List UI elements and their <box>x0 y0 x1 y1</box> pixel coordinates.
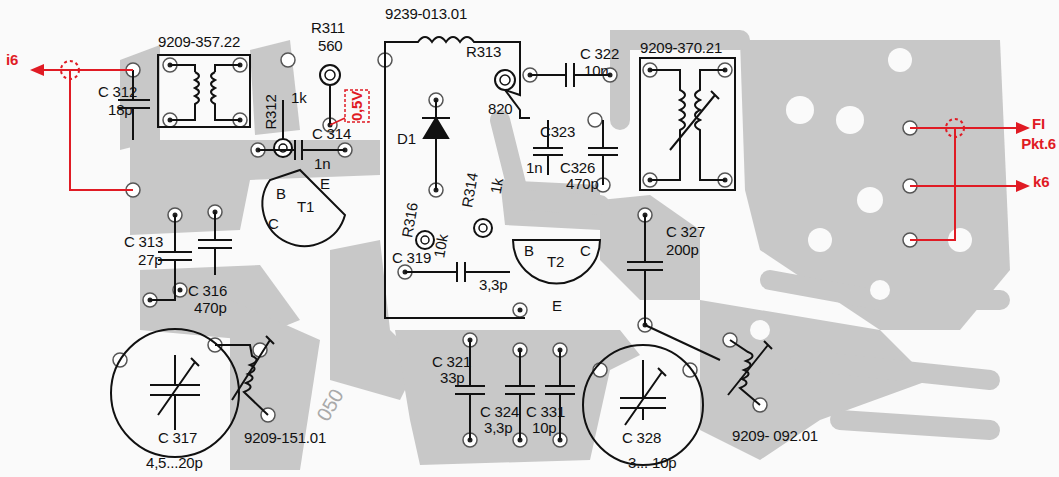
part-label: 1k <box>488 177 506 195</box>
part-label: C 328 <box>622 430 661 446</box>
part-label: 10p <box>532 420 556 436</box>
part-label: R316 <box>399 201 421 238</box>
part-label: 18p <box>108 102 132 118</box>
part-label: B <box>524 243 534 259</box>
part-label: C326 <box>560 160 595 176</box>
part-label: C 312 <box>98 84 137 100</box>
signal-label: i6 <box>6 52 18 68</box>
signal-label: 0,5V <box>349 91 365 121</box>
part-label: R311 <box>311 20 345 36</box>
board-marking: 050 <box>315 387 345 423</box>
part-label: C 314 <box>312 126 351 142</box>
part-label: 470p <box>194 300 227 316</box>
part-label: 3,3p <box>479 277 507 293</box>
part-label: 820 <box>488 101 512 117</box>
part-label: 33p <box>440 370 464 386</box>
part-label: 470p <box>566 176 599 192</box>
part-label: C 321 <box>432 354 471 370</box>
part-label: R314 <box>459 171 481 208</box>
part-label: C 331 <box>526 404 565 420</box>
part-label: 9209-357.22 <box>158 34 240 50</box>
part-label: C <box>268 216 279 232</box>
part-label: 1n <box>526 160 542 176</box>
signal-label: k6 <box>1033 174 1049 190</box>
part-label: 9209- 092.01 <box>732 428 818 444</box>
part-label: D1 <box>397 131 416 147</box>
part-label: B <box>276 186 286 202</box>
part-label: T2 <box>547 254 564 270</box>
part-label: C 316 <box>188 283 227 299</box>
part-label: E <box>552 298 562 314</box>
signal-label: Pkt.6 <box>1021 136 1056 152</box>
part-label: 3,3p <box>484 420 512 436</box>
part-label: 4,5...20p <box>146 455 203 471</box>
part-label: 1n <box>314 156 330 172</box>
part-label: 560 <box>318 38 342 54</box>
part-label: C <box>580 243 591 259</box>
part-label: 200p <box>666 242 699 258</box>
part-label: 3... 10p <box>628 455 676 471</box>
part-label: 1k <box>291 90 306 106</box>
part-label: C 327 <box>666 224 705 240</box>
part-label: C 322 <box>580 46 619 62</box>
part-label: C 319 <box>392 250 431 266</box>
part-label: 9209-151.01 <box>244 430 326 446</box>
part-label: 9209-370.21 <box>640 40 722 56</box>
part-label: E <box>320 176 330 192</box>
part-label: C 317 <box>158 430 197 446</box>
part-label: 27p <box>138 252 162 268</box>
part-label: 10k <box>431 233 451 259</box>
part-label: T1 <box>297 199 314 215</box>
part-label: C323 <box>540 124 575 140</box>
part-label: R312 <box>263 94 279 129</box>
part-label: R313 <box>466 44 501 60</box>
part-label: 9239-013.01 <box>385 6 467 22</box>
part-label: 10n <box>584 63 608 79</box>
part-label: C 313 <box>124 234 163 250</box>
signal-label: FI <box>1032 116 1045 132</box>
part-label: C 324 <box>480 404 519 420</box>
